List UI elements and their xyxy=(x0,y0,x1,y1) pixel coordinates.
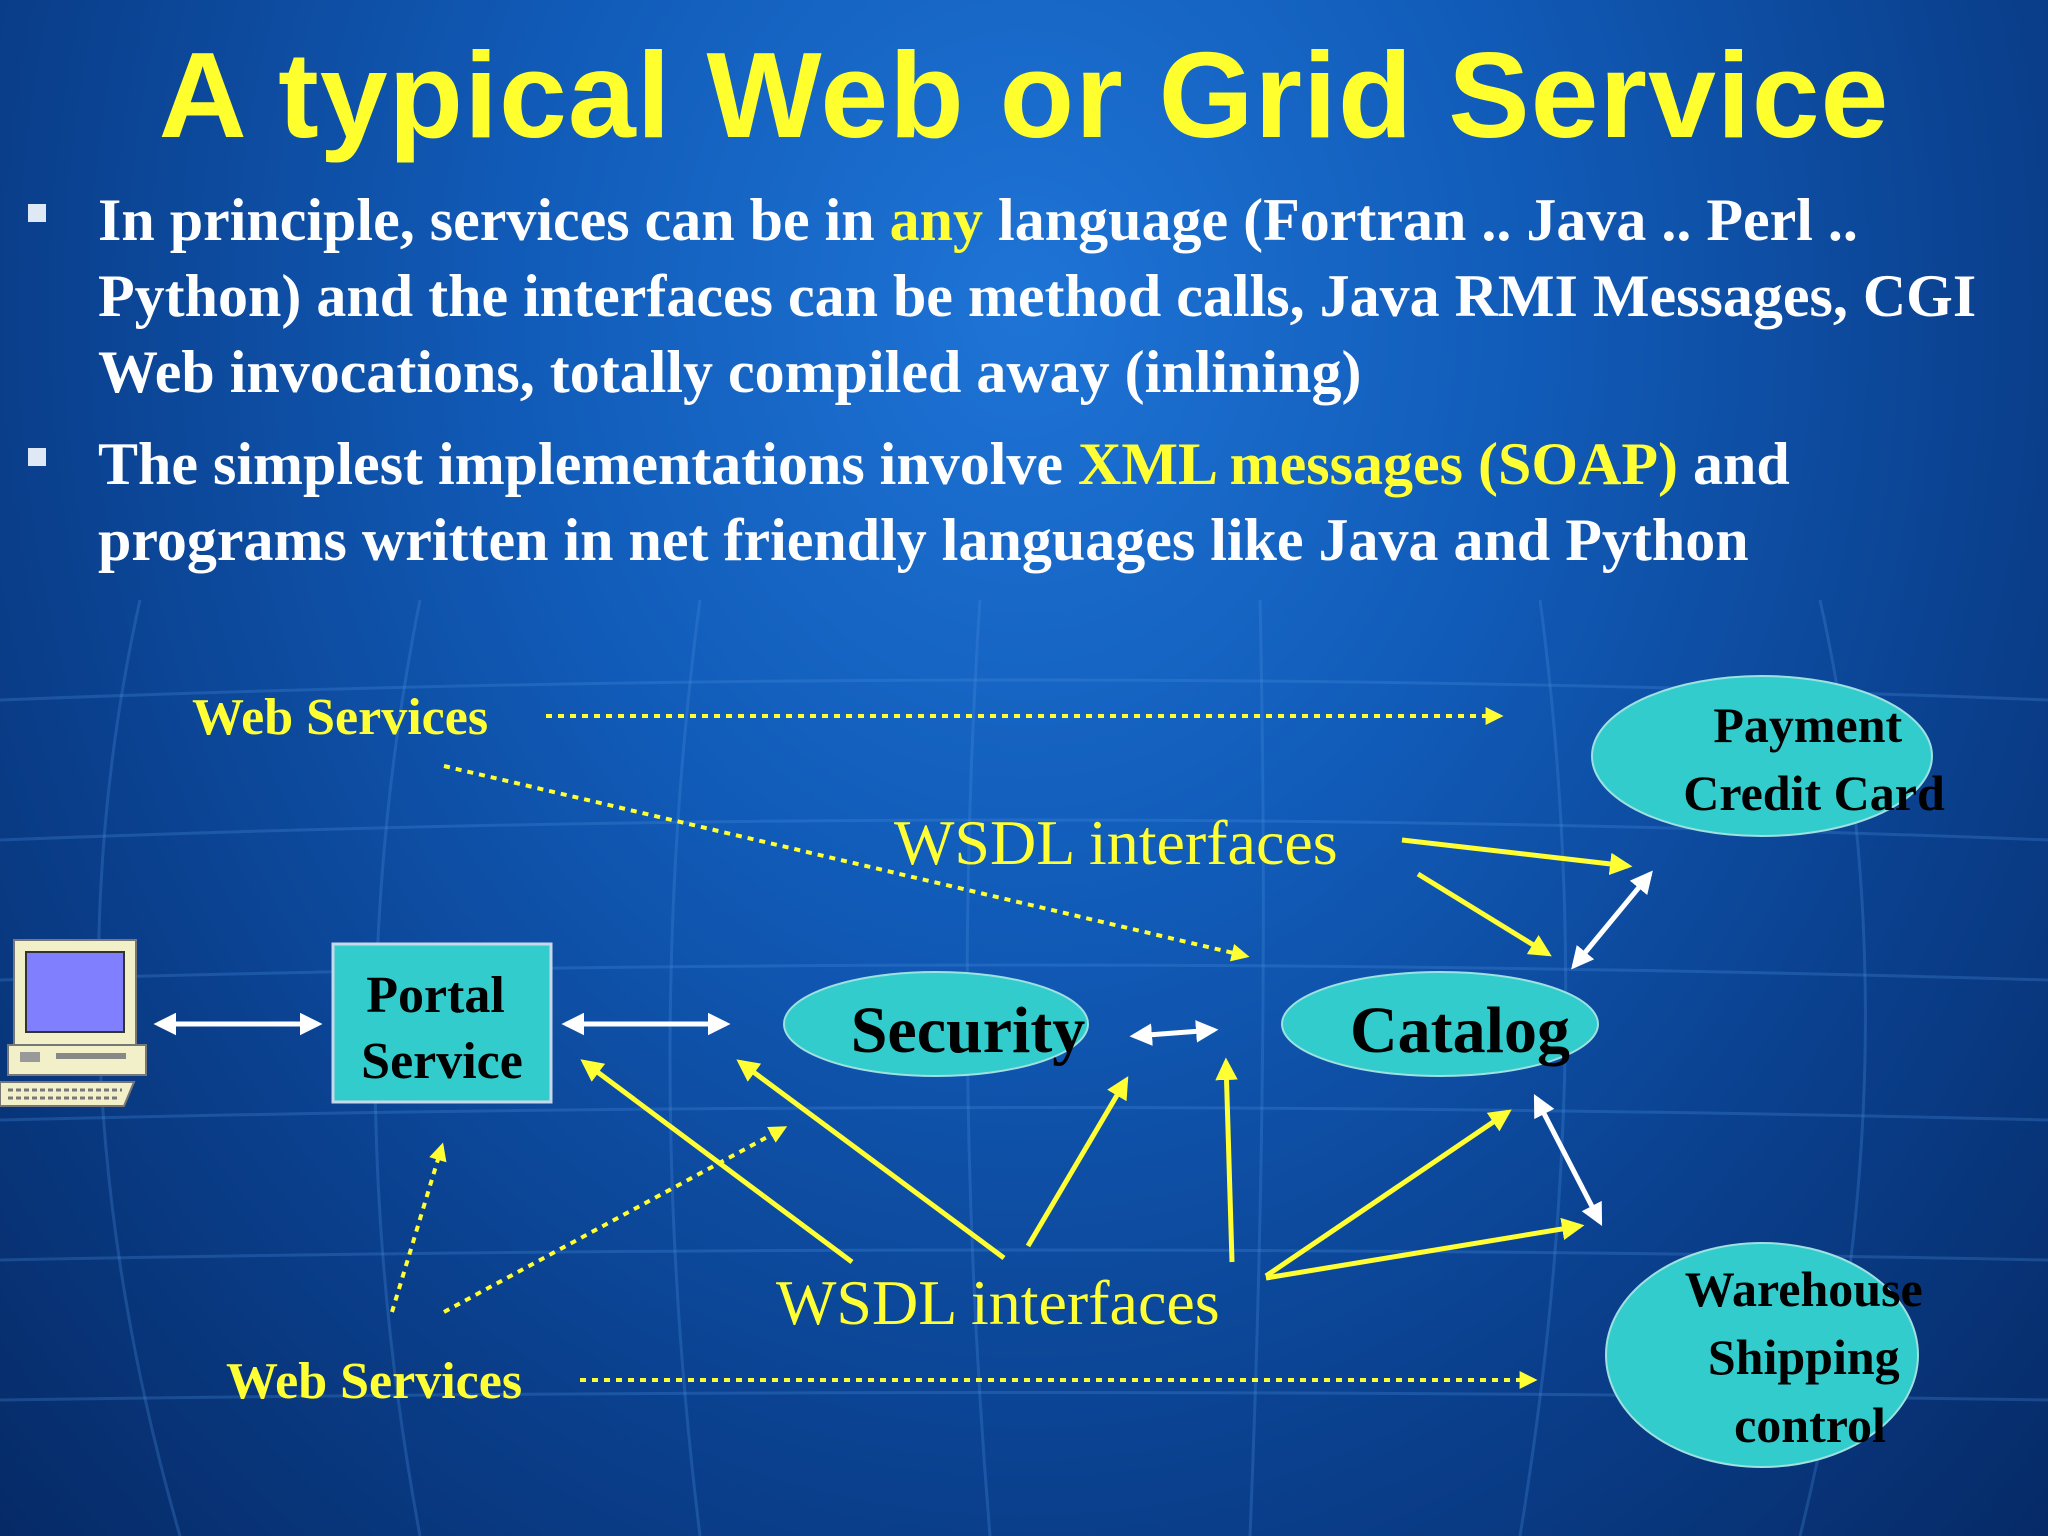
wsdl-arrow-to-catalog-top xyxy=(1416,871,1552,957)
portal-label-line-2: Service xyxy=(361,1033,523,1090)
warehouse-node xyxy=(1605,1242,1919,1468)
catalog-node xyxy=(1281,971,1599,1077)
dotted-arrow-to-catalog xyxy=(443,764,1250,962)
warehouse-label-line-1: Warehouse xyxy=(1685,1261,1923,1317)
wsdl-arrow-to-security-right xyxy=(1025,1076,1129,1248)
portal-service-label: Portal Service xyxy=(361,967,523,1090)
bullet-1-text-end: language (Fortran .. Java .. Perl .. Pyt… xyxy=(98,187,1977,405)
wsdl-arrow-to-payment xyxy=(1401,837,1633,876)
portal-label-line-1: Portal xyxy=(366,967,505,1024)
security-label: Security xyxy=(851,994,1086,1067)
wsdl-arrow-up xyxy=(1215,1057,1238,1263)
wsdl-arrow-to-portal xyxy=(580,1059,854,1265)
bullet-text-1: In principle, services can be in any lan… xyxy=(98,182,2034,410)
bullet-2-highlight: XML messages (SOAP) xyxy=(1078,431,1678,497)
wsdl-arrow-to-catalog-bottom xyxy=(1264,1109,1512,1279)
square-bullet-icon xyxy=(28,448,46,466)
warehouse-label-line-3: control xyxy=(1734,1397,1886,1453)
portal-service-box xyxy=(331,942,553,1104)
square-bullet-icon xyxy=(28,204,46,222)
payment-label-line-2: Credit Card xyxy=(1683,765,1945,821)
catalog-label: Catalog xyxy=(1350,994,1570,1067)
bullet-item-2: The simplest implementations involve XML… xyxy=(24,426,2034,578)
bullet-text-2: The simplest implementations involve XML… xyxy=(98,426,2034,578)
security-node xyxy=(783,971,1089,1077)
warehouse-label: Warehouse Shipping control xyxy=(1685,1261,1936,1453)
link-security-catalog xyxy=(1129,1020,1219,1046)
wsdl-arrow-to-security-left xyxy=(736,1059,1006,1261)
dotted-arrow-to-security xyxy=(443,1126,788,1314)
wsdl-interfaces-label-bottom: WSDL interfaces xyxy=(776,1267,1220,1338)
payment-label: Payment Credit Card xyxy=(1683,697,1945,821)
warehouse-label-line-2: Shipping xyxy=(1708,1329,1900,1385)
wsdl-arrow-to-warehouse xyxy=(1265,1217,1585,1281)
wsdl-interfaces-label-top: WSDL interfaces xyxy=(894,807,1338,878)
bullet-item-1: In principle, services can be in any lan… xyxy=(24,182,2034,410)
payment-node xyxy=(1591,675,1933,837)
slide-title: A typical Web or Grid Service xyxy=(158,27,1890,163)
link-catalog-warehouse xyxy=(1533,1094,1603,1226)
bullet-1-text-start: In principle, services can be in xyxy=(98,187,890,253)
bullet-2-text-end: and programs written in net friendly lan… xyxy=(98,431,1790,573)
web-services-label-bottom: Web Services xyxy=(226,1353,522,1410)
link-catalog-payment xyxy=(1571,870,1653,970)
bullet-1-highlight: any xyxy=(889,187,984,253)
computer-icon xyxy=(0,939,147,1107)
dotted-arrow-to-portal xyxy=(390,1142,447,1313)
bullet-2-text-start: The simplest implementations involve xyxy=(98,431,1079,497)
web-services-label-top: Web Services xyxy=(192,689,488,746)
payment-label-line-1: Payment xyxy=(1713,697,1902,753)
